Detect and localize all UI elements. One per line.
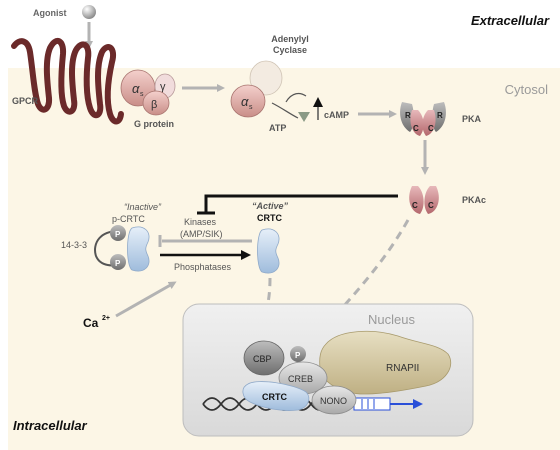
- intracellular-label: Intracellular: [13, 418, 88, 433]
- atp-conversion-curve: [271, 102, 299, 119]
- g-gamma-symbol: γ: [160, 81, 166, 93]
- pkac-c-right-label: C: [428, 201, 434, 210]
- calcium-label: Ca: [83, 316, 99, 330]
- pkac-subunits: C C: [409, 186, 439, 214]
- cytosol-label: Cytosol: [505, 82, 548, 97]
- phosphatases-label: Phosphatases: [174, 262, 232, 272]
- nono-label: NONO: [320, 396, 347, 406]
- adenylyl-cyclase: [249, 60, 283, 96]
- nuclear-crtc-protein: [242, 381, 310, 411]
- agonist-ligand: [82, 5, 96, 19]
- cbp-protein: [243, 340, 285, 376]
- active-crtc-protein: [257, 228, 280, 274]
- gene-box: [353, 397, 391, 411]
- g-beta-subunit: [142, 90, 170, 116]
- pka-c-right-label: C: [428, 124, 434, 133]
- pka-r-right-label: R: [437, 111, 443, 120]
- nuclear-crtc-label: CRTC: [262, 392, 287, 402]
- calcium-arrow: [115, 281, 177, 318]
- creb-label: CREB: [288, 374, 313, 384]
- pkac-c-left-label: C: [412, 201, 418, 210]
- g-beta-symbol: β: [151, 99, 157, 111]
- nono-protein: [311, 385, 357, 415]
- atp-label: ATP: [269, 123, 286, 133]
- g-alpha-active-symbol: α: [241, 94, 249, 109]
- active-crtc-label: CRTC: [257, 213, 282, 223]
- agonist-label: Agonist: [33, 8, 67, 18]
- inactive-crtc-protein: [127, 226, 150, 272]
- g-protein-complex: α s γ β: [120, 69, 176, 116]
- camp-label: cAMP: [324, 110, 349, 120]
- adenylyl-label-line2: Cyclase: [273, 45, 307, 55]
- phospho-site-1-label: P: [115, 230, 121, 239]
- atp-conversion-curve-upper: [285, 92, 307, 103]
- pka-c-left-label: C: [413, 124, 419, 133]
- kinases-label-line1: Kinases: [184, 217, 217, 227]
- creb-phospho-label: P: [295, 351, 301, 360]
- rnapii-label: RNAPII: [386, 363, 419, 374]
- pka-c-left: [410, 110, 424, 136]
- pka-label: PKA: [462, 114, 482, 124]
- phospho-site-2-label: P: [115, 259, 121, 268]
- adenylyl-label-line1: Adenylyl: [271, 34, 309, 44]
- protein-1433-label: 14-3-3: [61, 240, 87, 250]
- pka-c-right: [422, 110, 436, 136]
- kinases-label-line2: (AMP/SIK): [180, 229, 223, 239]
- active-label: “Active”: [252, 201, 289, 211]
- inactive-label: “Inactive”: [124, 202, 162, 212]
- g-protein-label: G protein: [134, 119, 174, 129]
- g-alpha-active: [230, 84, 266, 118]
- calcium-charge: 2+: [102, 315, 110, 322]
- gpcr-label: GPCR: [12, 96, 39, 106]
- g-alpha-active-subscript: s: [249, 104, 253, 111]
- g-alpha-symbol: α: [132, 81, 140, 96]
- creb-phospho-site: [290, 346, 306, 362]
- extracellular-label: Extracellular: [471, 13, 550, 28]
- pka-holoenzyme: R R C C: [400, 102, 446, 136]
- conversion-triangle: [298, 112, 310, 122]
- phospho-site-2: [110, 254, 126, 270]
- pka-r-left-label: R: [405, 111, 411, 120]
- cbp-label: CBP: [253, 354, 272, 364]
- p-crtc-label: p-CRTC: [112, 214, 145, 224]
- g-alpha-subscript: s: [140, 91, 144, 98]
- pkac-inhibition-line: [204, 194, 398, 212]
- phospho-site-1: [110, 225, 126, 241]
- pkac-c-right: [424, 186, 439, 214]
- pkac-label: PKAc: [462, 195, 486, 205]
- pka-r-left: [400, 102, 414, 132]
- pkac-c-left: [409, 186, 424, 214]
- gpcr-receptor: [11, 37, 124, 125]
- pka-r-right: [432, 102, 446, 132]
- nucleus-label: Nucleus: [368, 312, 415, 327]
